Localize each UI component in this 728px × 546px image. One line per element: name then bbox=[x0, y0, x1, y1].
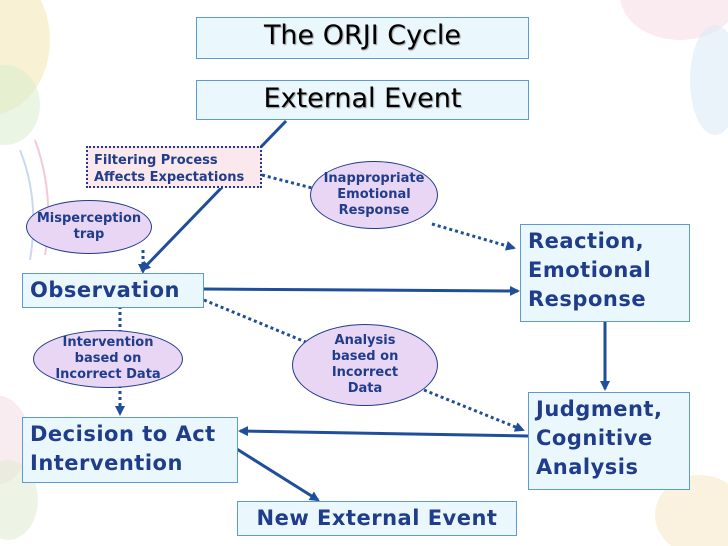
arrow-observation-to-reaction bbox=[203, 285, 520, 296]
analysis-incorrect-oval: Analysis based on Incorrect Data bbox=[292, 324, 438, 406]
inappropriate-response-oval: Inappropriate Emotional Response bbox=[310, 161, 438, 229]
arrow-judgment-to-decision bbox=[238, 426, 529, 438]
new-external-event-box: New External Event bbox=[237, 501, 517, 536]
dotted-inappropriate-to-reaction bbox=[431, 222, 516, 251]
observation-box: Observation bbox=[22, 273, 204, 308]
judgment-box: Judgment, Cognitive Analysis bbox=[528, 392, 690, 490]
dotted-filter-to-inappropriate bbox=[261, 173, 313, 190]
dotted-analysis-to-judgment bbox=[423, 388, 525, 432]
misperception-trap-oval: Misperception trap bbox=[26, 200, 152, 254]
external-event-box: External Event bbox=[196, 80, 529, 120]
dotted-observation-to-analysis bbox=[203, 298, 309, 345]
intervention-incorrect-oval: Intervention based on Incorrect Data bbox=[33, 330, 183, 388]
decision-box: Decision to Act Intervention bbox=[22, 417, 238, 483]
diagram-title: The ORJI Cycle bbox=[196, 17, 529, 59]
filtering-process-box: Filtering Process Affects Expectations bbox=[86, 146, 262, 188]
reaction-box: Reaction, Emotional Response bbox=[520, 224, 690, 322]
arrow-decision-to-new-event bbox=[231, 444, 320, 502]
arrow-event-to-observation bbox=[140, 119, 288, 272]
